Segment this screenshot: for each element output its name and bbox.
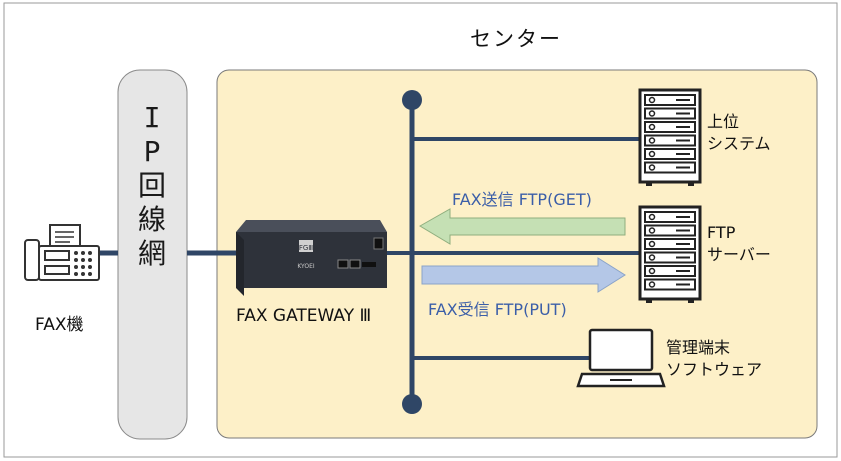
server-rack-unit: [644, 211, 696, 223]
ftp-server-label-line: FTP: [707, 223, 736, 242]
gateway-power-switch: [373, 237, 384, 250]
ftp-server-icon: [638, 205, 702, 303]
server-led: [648, 123, 656, 131]
server-led: [648, 227, 656, 234]
fax-send-flow-label: FAX送信 FTP(GET): [452, 190, 592, 209]
laptop-icon: [576, 328, 666, 388]
server-rack-unit: [644, 224, 696, 237]
gateway-top-face: [236, 220, 387, 232]
server-led: [648, 96, 656, 104]
ip-network-label: I P 回 線 網: [126, 101, 178, 271]
terminal-label-line: 管理端末: [666, 338, 731, 357]
bus-endpoint-bottom: [402, 394, 422, 414]
server-foot: [646, 299, 652, 303]
bus-lines: [95, 90, 640, 414]
server-rack-unit: [644, 161, 696, 174]
ip-network-char: 網: [137, 237, 166, 270]
center-title: センター: [470, 27, 562, 51]
fax-gateway-device: FGⅢ KYOEI: [236, 220, 387, 296]
fax-receive-arrow: [421, 257, 626, 293]
upper-system-label-line: 上位: [707, 112, 740, 131]
server-rack-unit: [644, 94, 696, 106]
server-led: [648, 150, 656, 158]
gateway-brand: KYOEI: [297, 263, 315, 270]
server-foot: [646, 182, 652, 186]
server-led: [648, 267, 656, 275]
ip-network-char: I: [143, 101, 161, 134]
server-rack-unit: [644, 251, 696, 264]
fax-display: [44, 250, 70, 261]
server-rack-unit: [644, 121, 696, 133]
server-led: [648, 137, 656, 144]
server-led: [648, 164, 656, 171]
upper-system-label: 上位 システム: [707, 111, 771, 155]
upper-system-server-icon: [638, 88, 702, 186]
fax-receive-flow-label: FAX受信 FTP(PUT): [428, 300, 567, 319]
gateway-port-2: [349, 259, 361, 269]
ftp-server-label-line: サーバー: [707, 245, 771, 264]
gateway-badge: FGⅢ: [299, 244, 313, 252]
server-rack-unit: [644, 134, 696, 147]
fax-machine-label: FAX機: [35, 315, 84, 335]
bus-endpoint-top: [402, 90, 422, 110]
gateway-port-1: [337, 259, 349, 269]
ip-network-char: P: [143, 135, 161, 168]
terminal-label: 管理端末 ソフトウェア: [666, 337, 762, 381]
server-led: [648, 110, 656, 117]
ip-network-char: 回: [137, 169, 166, 202]
ip-network-char: 線: [137, 203, 166, 236]
fax-tray: [44, 265, 70, 275]
server-led: [648, 254, 656, 261]
upper-system-label-line: システム: [707, 134, 771, 153]
server-foot: [688, 182, 694, 186]
server-rack-unit: [644, 148, 696, 160]
server-foot: [688, 299, 694, 303]
ftp-server-label: FTP サーバー: [707, 222, 771, 266]
server-rack-unit: [644, 238, 696, 250]
server-led: [648, 281, 656, 288]
server-rack-unit: [644, 265, 696, 277]
server-led: [648, 240, 656, 248]
fax-handset: [24, 239, 40, 281]
terminal-label-line: ソフトウェア: [666, 360, 763, 379]
gateway-label: FAX GATEWAY Ⅲ: [236, 306, 372, 326]
fax-machine-icon: [24, 224, 100, 281]
laptop-screen: [588, 328, 654, 372]
server-rack-unit: [644, 278, 696, 291]
server-rack-unit: [644, 107, 696, 120]
fax-send-arrow: [419, 208, 626, 245]
server-led: [648, 213, 656, 221]
